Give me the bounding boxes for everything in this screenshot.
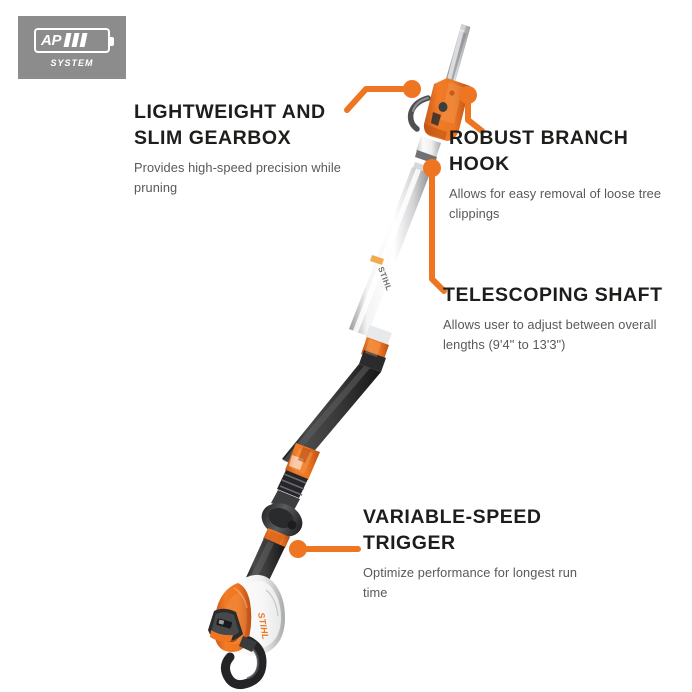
callout-shaft-title: TELESCOPING SHAFT <box>443 284 663 306</box>
callout-shaft: TELESCOPING SHAFT Allows user to adjust … <box>443 283 668 355</box>
svg-text:STIHL: STIHL <box>256 612 271 641</box>
ap-system-badge: AP SYSTEM <box>18 16 126 79</box>
coupling <box>271 470 308 512</box>
shaft-clamp-upper <box>359 325 392 372</box>
shaft-clamp-lower <box>285 443 320 480</box>
callout-gearbox-body: Provides high-speed precision while prun… <box>134 159 341 195</box>
telescoping-shaft-upper: STIHL <box>349 167 430 336</box>
callout-gearbox-title: LIGHTWEIGHT AND SLIM GEARBOX <box>134 101 326 149</box>
callout-hook: ROBUST BRANCH HOOK Allows for easy remov… <box>449 126 681 224</box>
gearbox-housing <box>423 78 470 141</box>
battery-outline-icon: AP <box>34 27 114 53</box>
callout-trigger-body: Optimize performance for longest run tim… <box>363 564 578 600</box>
loop-handle <box>220 636 267 689</box>
callout-hook-body: Allows for easy removal of loose tree cl… <box>449 185 662 221</box>
guide-bar <box>443 24 471 92</box>
callout-trigger: VARIABLE-SPEED TRIGGER Optimize performa… <box>363 505 588 603</box>
callout-trigger-title: VARIABLE-SPEED TRIGGER <box>363 506 542 554</box>
callout-gearbox: LIGHTWEIGHT AND SLIM GEARBOX Provides hi… <box>134 100 364 198</box>
badge-sub-text: SYSTEM <box>50 57 94 68</box>
badge-brand-text: AP <box>41 31 62 49</box>
callout-hook-title: ROBUST BRANCH HOOK <box>449 127 629 175</box>
battery-pack <box>208 608 243 642</box>
telescoping-shaft-lower <box>282 364 381 468</box>
callout-shaft-body: Allows user to adjust between overall le… <box>443 316 657 352</box>
